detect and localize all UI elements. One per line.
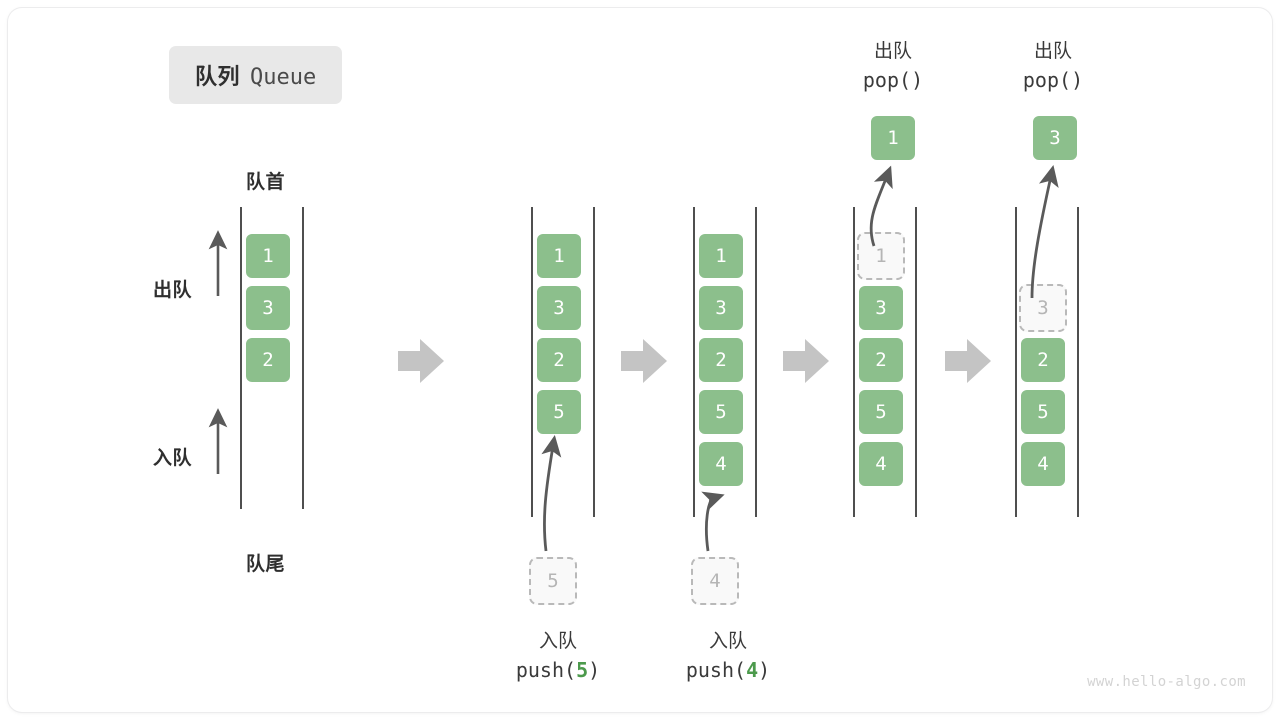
label-enqueue-side: 入队 (153, 448, 193, 469)
operation-caption-pop-3: 出队 pop() (973, 38, 1133, 95)
operation-caption-push-4: 入队 push(4) (653, 628, 803, 685)
label-dequeue-side: 出队 (153, 280, 193, 301)
step-arrow-3 (783, 339, 829, 383)
push-5-flow-arrow (541, 434, 562, 552)
rail-right-4 (915, 207, 917, 517)
rail-left-3 (693, 207, 695, 517)
queue-cell: 2 (697, 336, 745, 384)
queue-cell-ghost: 3 (1019, 284, 1067, 332)
rail-left-1 (240, 207, 242, 509)
operation-code-3: pop() (1022, 67, 1084, 92)
queue-cell: 3 (535, 284, 583, 332)
label-queue-head: 队首 (246, 172, 286, 193)
incoming-cell-5: 5 (529, 557, 577, 605)
operation-code-1: push(4) (685, 657, 771, 682)
queue-cell: 1 (697, 232, 745, 280)
incoming-cell-4: 4 (691, 557, 739, 605)
operation-cn-1: 入队 (708, 631, 747, 652)
queue-cell: 2 (1019, 336, 1067, 384)
label-queue-tail: 队尾 (246, 554, 286, 575)
diagram-canvas: 队列 Queue 队首 队尾 出队 入队 入队 push(5) 入队 push(… (8, 8, 1272, 712)
title-chinese: 队列 (195, 64, 241, 89)
step-arrow-1 (398, 339, 444, 383)
rail-left-2 (531, 207, 533, 517)
queue-cell: 2 (857, 336, 905, 384)
watermark: www.hello-algo.com (1087, 674, 1246, 690)
queue-cell-ghost: 1 (857, 232, 905, 280)
queue-cell: 3 (857, 284, 905, 332)
queue-cell: 4 (697, 440, 745, 488)
operation-caption-push-5: 入队 push(5) (483, 628, 633, 685)
title-badge: 队列 Queue (169, 46, 343, 104)
rail-left-5 (1015, 207, 1017, 517)
push-4-flow-arrow (701, 491, 725, 552)
operation-cn-3: 出队 (1033, 41, 1072, 62)
step-arrow-4 (945, 339, 991, 383)
rail-right-2 (593, 207, 595, 517)
queue-cell: 1 (244, 232, 292, 280)
operation-cn-0: 入队 (538, 631, 577, 652)
queue-cell: 1 (535, 232, 583, 280)
arrow-overlay (208, 165, 1059, 552)
queue-cell: 3 (697, 284, 745, 332)
popped-cell-3: 3 (1031, 114, 1079, 162)
queue-cell: 5 (697, 388, 745, 436)
popped-cell-1: 1 (869, 114, 917, 162)
operation-caption-pop-1: 出队 pop() (813, 38, 973, 95)
operation-code-0: push(5) (515, 657, 601, 682)
rail-left-4 (853, 207, 855, 517)
queue-cell: 5 (857, 388, 905, 436)
queue-cell: 3 (244, 284, 292, 332)
rail-right-1 (302, 207, 304, 509)
operation-cn-2: 出队 (873, 41, 912, 62)
queue-cell: 4 (1019, 440, 1067, 488)
rail-right-5 (1077, 207, 1079, 517)
queue-cell: 5 (535, 388, 583, 436)
queue-cell: 4 (857, 440, 905, 488)
pop-3-flow-arrow (1030, 165, 1059, 299)
queue-cell: 5 (1019, 388, 1067, 436)
title-english: Queue (250, 65, 317, 90)
queue-cell: 2 (535, 336, 583, 384)
operation-code-2: pop() (862, 67, 924, 92)
rail-right-3 (755, 207, 757, 517)
step-arrow-2 (621, 339, 667, 383)
queue-cell: 2 (244, 336, 292, 384)
